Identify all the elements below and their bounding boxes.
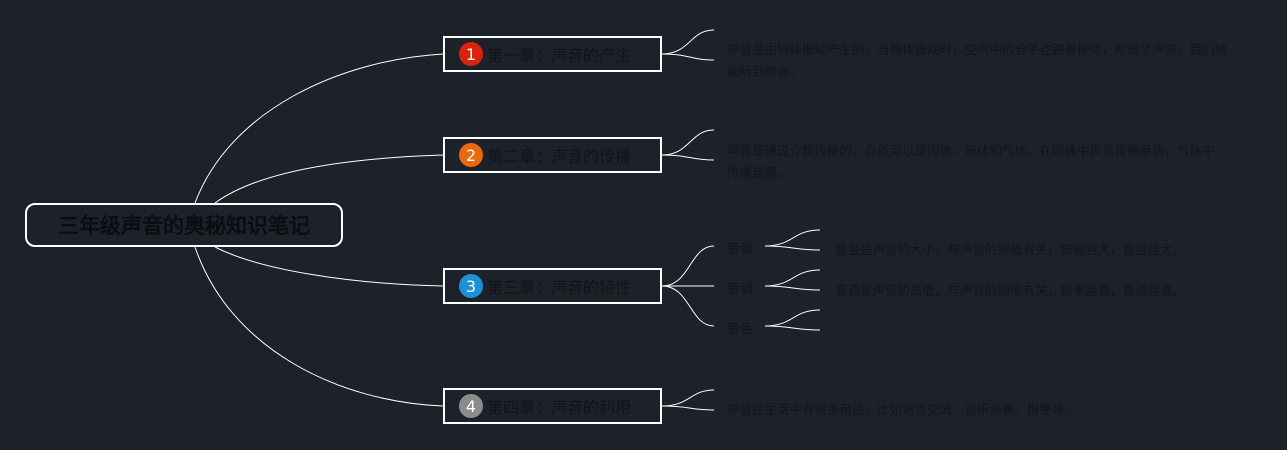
connector-ch2-a bbox=[661, 129, 715, 156]
connector-pitch-a bbox=[764, 269, 821, 287]
subtopic-pitch-note: 音调是声音的高低，与声音的频率有关，频率越高，音调越高。 bbox=[835, 283, 1186, 298]
root-title: 三年级声音的奥秘知识笔记 bbox=[58, 214, 310, 238]
connector-timbre-a bbox=[764, 309, 821, 327]
connector-ch1-b bbox=[661, 53, 715, 61]
chapter-node-1[interactable]: 1 第一章：声音的产生 bbox=[443, 36, 662, 72]
chapter-number-badge: 1 bbox=[459, 42, 483, 66]
chapter-1-note: 声音是由物体振动产生的，当物体振动时，空气中的分子也跟着振动，形成了声波，我们就… bbox=[727, 42, 1228, 79]
chapter-4-note: 声音在生活中有很多用途，比如语言交流、音乐演奏、报警等。 bbox=[727, 402, 1078, 417]
chapter-node-3[interactable]: 3 第三章：声音的特性 bbox=[443, 268, 662, 304]
subtopic-timbre[interactable]: 音色 bbox=[727, 322, 754, 337]
connector-ch3-a bbox=[661, 245, 715, 287]
chapter-title: 第三章：声音的特性 bbox=[487, 278, 632, 297]
chapter-node-2[interactable]: 2 第二章：声音的传播 bbox=[443, 137, 662, 173]
connector-ch4-b bbox=[661, 405, 715, 411]
chapter-number-badge: 2 bbox=[459, 143, 483, 167]
root-node[interactable]: 三年级声音的奥秘知识笔记 bbox=[25, 203, 343, 247]
chapter-2-note: 声音是通过介质传播的，介质可以是固体、液体和气体。在固体中声音传播最快，气体中传… bbox=[727, 143, 1215, 180]
connector-pitch-b bbox=[764, 285, 821, 291]
chapter-number-badge: 3 bbox=[459, 274, 483, 298]
connector-timbre-b bbox=[764, 325, 821, 331]
connector-root-ch3 bbox=[214, 246, 444, 287]
connector-ch4-a bbox=[661, 389, 715, 407]
chapter-title: 第四章：声音的利用 bbox=[487, 398, 632, 417]
connector-volume-a bbox=[764, 229, 821, 247]
chapter-title: 第二章：声音的传播 bbox=[487, 147, 632, 166]
connector-root-ch2 bbox=[214, 154, 444, 204]
subtopic-pitch[interactable]: 音调 bbox=[727, 282, 754, 297]
connector-volume-b bbox=[764, 245, 821, 251]
chapter-node-4[interactable]: 4 第四章：声音的利用 bbox=[443, 388, 662, 424]
chapter-number-badge: 4 bbox=[459, 394, 483, 418]
connector-root-ch4 bbox=[194, 246, 444, 407]
subtopic-volume[interactable]: 音量 bbox=[727, 242, 754, 257]
connector-ch3-c bbox=[661, 285, 715, 327]
subtopic-volume-note: 音量是声音的大小，与声音的振幅有关，振幅越大，音量越大。 bbox=[835, 242, 1186, 257]
connector-root-ch1 bbox=[194, 53, 444, 204]
connector-ch2-b bbox=[661, 154, 715, 161]
chapter-title: 第一章：声音的产生 bbox=[487, 46, 632, 65]
connector-ch1-a bbox=[661, 29, 715, 55]
